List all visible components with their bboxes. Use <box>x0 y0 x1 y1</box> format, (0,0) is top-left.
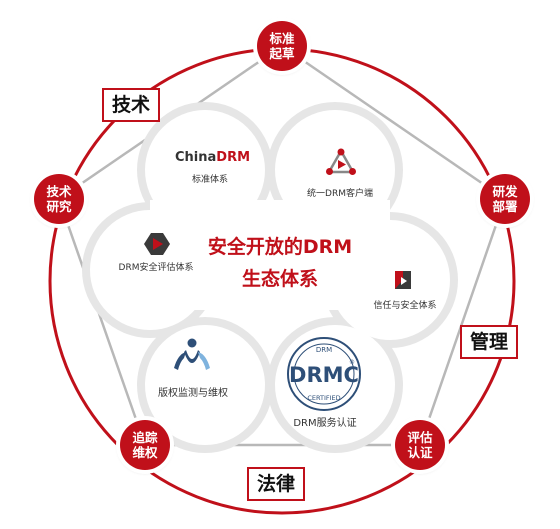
node-standard-line1: 标准 <box>269 31 295 46</box>
drmc-badge-registered-mark: ® <box>349 359 355 366</box>
label-law: 法律 <box>247 467 306 501</box>
node-evaluate-certify: 评估 认证 <box>395 420 445 470</box>
chinadrm-logo: ChinaDRM <box>175 150 250 165</box>
node-research-line1: 技术 <box>46 184 72 199</box>
node-develop-line1: 研发 <box>492 184 518 199</box>
chinadrm-logo-prefix: China <box>175 150 217 165</box>
node-standard-drafting: 标准 起草 <box>257 21 307 71</box>
node-standard-line2: 起草 <box>269 46 295 61</box>
node-develop-line2: 部署 <box>492 199 518 214</box>
label-manage: 管理 <box>460 325 519 359</box>
node-evaluate-line1: 评估 <box>407 430 433 445</box>
petal-label-monitor: 版权监测与维权 <box>158 388 228 399</box>
drmc-badge-top-text: DRM <box>316 346 332 354</box>
drmc-badge-icon: DRM DRMC CERTIFIED ® <box>287 337 361 411</box>
node-research-line2: 研究 <box>46 199 72 214</box>
center-title-line2: 生态体系 <box>241 268 318 290</box>
center-title-line1: 安全开放的DRM <box>207 236 353 258</box>
node-track-line2: 维权 <box>132 445 158 460</box>
node-develop-deploy: 研发 部署 <box>480 174 530 224</box>
pentagon-outline <box>57 44 507 447</box>
play-shield-icon <box>144 233 170 255</box>
people-monitor-icon <box>174 338 210 370</box>
drmc-badge-main-text: DRMC <box>289 363 359 387</box>
node-track-line1: 追踪 <box>132 430 158 445</box>
node-tech-research: 技术 研究 <box>34 174 84 224</box>
petal-label-client: 统一DRM客户端 <box>307 189 373 199</box>
drmc-badge-bottom-text: CERTIFIED <box>307 394 340 402</box>
petal-label-standard-system: 标准体系 <box>191 175 228 185</box>
trust-cube-icon <box>395 271 411 289</box>
petal-label-trust: 信任与安全体系 <box>373 301 437 311</box>
label-tech: 技术 <box>102 88 161 122</box>
petal-label-evaluation: DRM安全评估体系 <box>118 263 194 273</box>
node-track-protect: 追踪 维权 <box>120 420 170 470</box>
chinadrm-logo-suffix: DRM <box>216 150 251 165</box>
node-evaluate-line2: 认证 <box>407 445 433 460</box>
network-client-icon <box>326 148 356 175</box>
petal-label-service: DRM服务认证 <box>293 418 357 429</box>
